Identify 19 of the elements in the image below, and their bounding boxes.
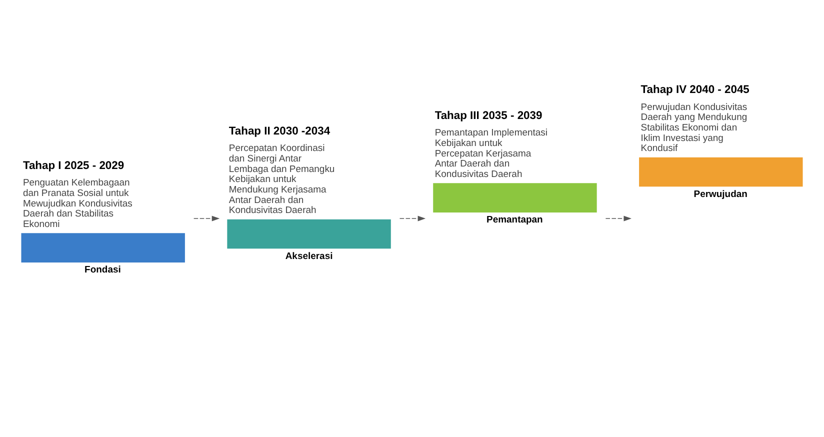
node-label: Perwujudan — [694, 188, 748, 200]
node-box — [21, 233, 185, 262]
node-label: Tahap II 2030 -2034 — [228, 125, 330, 138]
node-label: Pemantapan Implementasi Kebijakan untuk Percepatan Kerjasama Antar Daerah dan Kondusivitas Daerah — [434, 128, 548, 180]
node-box — [227, 219, 391, 249]
node-label: Fondasi — [84, 264, 121, 276]
node-label: Perwujudan Kondusivitas Daerah yang Mendukung Stabilitas Ekonomi dan Iklim Investasi yang Kondusif — [640, 102, 748, 154]
node-label: Tahap IV 2040 - 2045 — [640, 84, 750, 96]
arrow — [605, 216, 632, 222]
node-label: Percepatan Koordinasi dan Sinergi Antar Lembaga dan Pemangku Kebijakan untuk Mendukung Kerjasama Antar Daerah dan Kondusivitas Daerah — [228, 143, 335, 216]
node-box — [639, 157, 803, 187]
arrow — [193, 216, 220, 222]
node-label: Tahap I 2025 - 2029 — [22, 160, 124, 172]
node-label: Tahap III 2035 - 2039 — [434, 110, 542, 122]
node-box — [433, 183, 597, 212]
node-label: Pemantapan — [486, 214, 543, 226]
node-label: Penguatan Kelembagaan dan Pranata Sosial untuk Mewujudkan Kondusivitas Daerah dan Stabilitas Ekonomi — [22, 178, 132, 230]
arrow — [399, 216, 426, 222]
node-label: Akselerasi — [285, 250, 333, 262]
